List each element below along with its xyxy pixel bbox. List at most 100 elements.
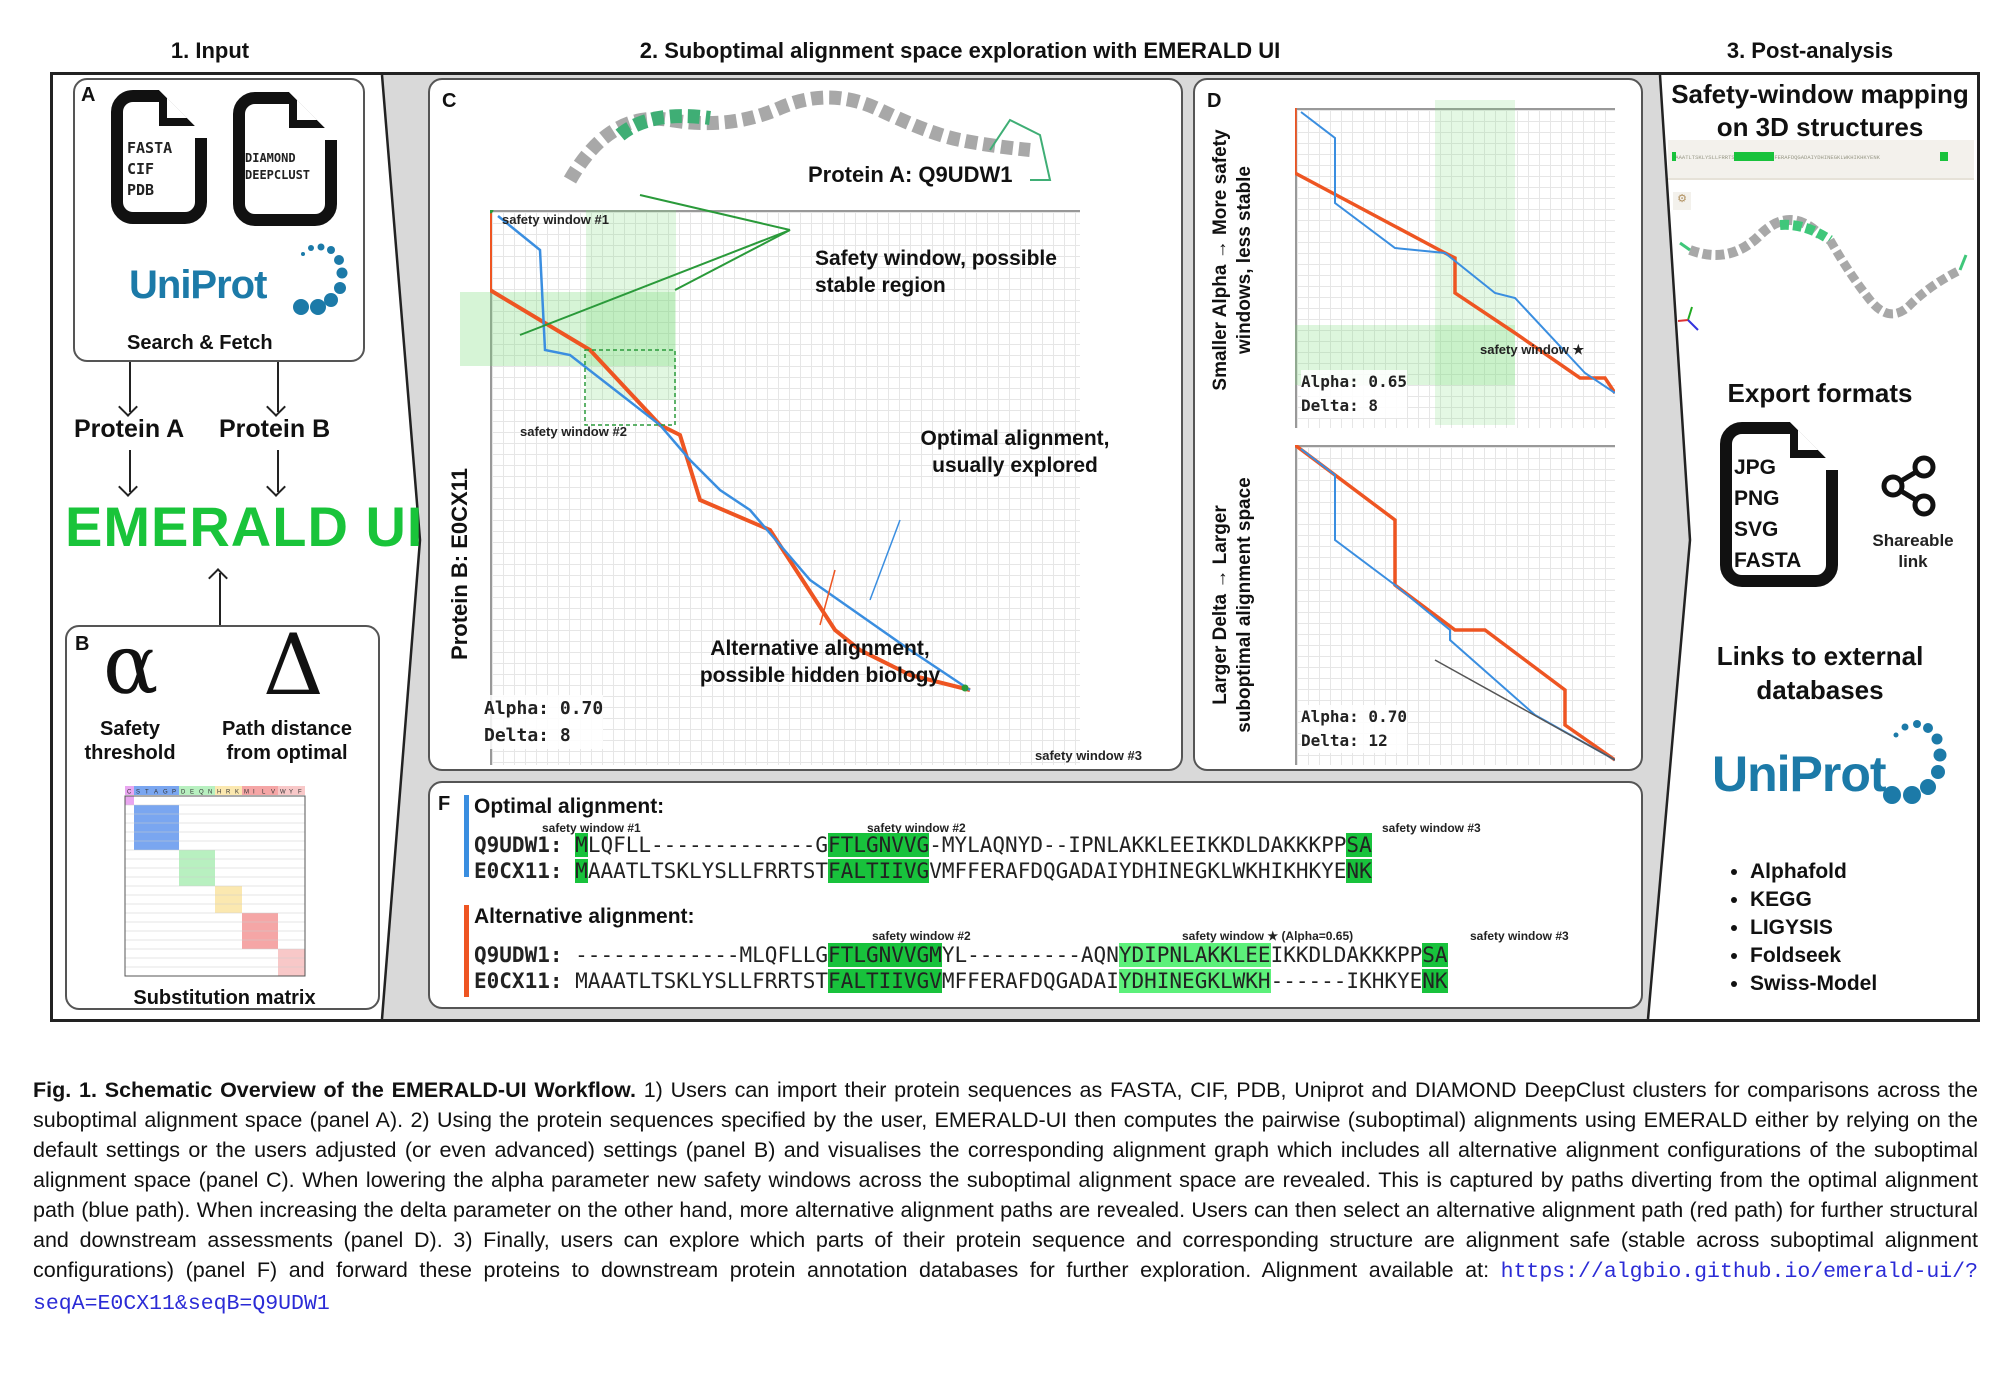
safety-window-segment: NK [1422,969,1448,993]
matrix-header-label: G [163,790,168,796]
export-formats-title: Export formats [1727,378,1913,408]
mapped-safety-window [1672,152,1676,161]
section-title-input: 1. Input [170,38,250,63]
alignment-graph-grid [490,210,1080,765]
sequence-id: Q9UDW1: [474,943,576,967]
panel-f-letter: F [438,793,451,815]
external-links-title: Links to external databases [1716,641,1924,705]
section-title-exploration: 2. Suboptimal alignment space exploratio… [639,38,1281,63]
figure-caption: Fig. 1. Schematic Overview of the EMERAL… [33,1075,1978,1319]
sequence-segment: -MYLAQNYD--IPNLAKKLEEIKKDLDAKKKPP [929,833,1347,857]
safety-window-segment: YDIPNLAKKLEE [1118,943,1271,967]
db-link-ligysis[interactable]: LIGYSIS [1750,914,1877,942]
protein-3d-structure [1677,215,1968,331]
matrix-header-label: Q [199,790,204,796]
bottom-params: Alpha: 0.70 Delta: 12 [1301,705,1407,753]
format-fasta: FASTA [1734,549,1802,572]
matrix-header-block [242,786,278,795]
matrix-header-label: L [262,790,266,796]
alignment-paths-bottom [1295,445,1615,762]
substitution-matrix-label: Substitution matrix [133,987,316,1009]
uniprot-dots-icon [1883,720,1947,804]
annotation-safety-window: Safety window, possible stable region [815,247,1057,298]
panel-f: F Optimal alignment: safety window #1 sa… [428,781,1643,1009]
export-formats-list: JPG PNG SVG FASTA [1734,452,1801,576]
format-pdb: PDB [127,181,155,199]
sequence-id: E0CX11: [474,859,576,883]
caption-figure-label: Fig. 1. Schematic Overview of the EMERAL… [33,1078,636,1102]
sequence-segment: -------------MLQFLLG [575,943,829,967]
shareable-link-label[interactable]: Shareable link [1872,531,1954,572]
db-link-alphafold[interactable]: Alphafold [1750,858,1877,886]
uniprot-logo[interactable]: UniProt [1712,746,1887,802]
matrix-block [125,796,134,805]
arrow-up-icon [219,573,221,625]
sequence-segment: MAAATLTSKLYSLLFRRTST [575,969,829,993]
label-line: windows, less stable [1233,166,1255,354]
matrix-header-label: V [271,790,275,796]
sequence-segment: VMFFERAFDQGADAIYDHINEGKLWKHIKHKYE [929,859,1347,883]
panel-b-letter: B [75,633,90,655]
safety-window-segment: SA [1422,943,1448,967]
safety-window-highlight [1435,100,1515,425]
format-svg: SVG [1734,518,1779,541]
alpha-value: Alpha: 0.65 [1301,372,1407,391]
alignment-paths [490,210,971,692]
matrix-header-label: N [208,790,212,796]
safety-window-label: safety window #2 [867,821,966,835]
protein-b-label: Protein B: E0CX11 [447,468,472,660]
search-fetch-label: Search & Fetch [127,332,273,354]
matrix-header-label: I [253,790,255,796]
annotation-arrows [519,194,901,626]
smaller-alpha-label: Smaller Alpha → More safety windows, les… [1209,110,1257,410]
safety-window-label: safety window #3 [1470,929,1569,943]
optimal-alignment-title: Optimal alignment: [474,795,665,818]
panel-c-letter: C [442,90,457,112]
sequence-id: E0CX11: [474,969,576,993]
export-file-icon[interactable]: JPG PNG SVG FASTA [1720,422,1838,587]
format-deepclust: DEEPCLUST [245,167,311,182]
matrix-header-label: W [280,790,286,796]
caption-alignment-link[interactable]: https://algbio.github.io/emerald-ui/?seq… [33,1260,1978,1316]
safety-window-segment: FTLGNVVGM [828,943,942,967]
alternative-row-e0cx11: E0CX11: MAAATLTSKLYSLLFRRTSTFALTIIVGVMFF… [474,969,1448,993]
share-icon[interactable] [1880,455,1940,517]
alpha-label: Safety threshold [84,718,176,764]
sequence-segment: ------IKHKYE [1270,969,1423,993]
arrow-down-icon [129,450,131,492]
matrix-header-block [134,786,179,795]
panel-d-letter: D [1207,90,1222,112]
file-icon: DIAMOND DEEPCLUST [233,92,337,226]
alignment-paths-top [1295,108,1615,394]
format-diamond: DIAMOND [245,151,296,165]
db-link-kegg[interactable]: KEGG [1750,886,1877,914]
larger-delta-label: Larger Delta → Larger suboptimal alignme… [1209,445,1257,765]
annotation-alternative-alignment: Alternative alignment, possible hidden b… [699,637,941,688]
arrow-down-icon [277,450,279,492]
matrix-header-label: D [181,790,186,796]
matrix-header-block [125,786,134,795]
alternative-row-q9udw1: Q9UDW1: -------------MLQFLLGFTLGNVVGMYL-… [474,943,1448,967]
db-link-foldseek[interactable]: Foldseek [1750,942,1877,970]
matrix-header-block [179,786,215,795]
panel-b: B α Δ Safety threshold Path distance fro… [65,623,380,1010]
sequence-segment: YL---------AQN [941,943,1119,967]
safety-window-star-label: safety window ★ [1480,342,1585,357]
matrix-header-label: R [226,790,231,796]
viewer-settings-button[interactable]: ⚙ [1673,192,1691,210]
alternative-bar [464,905,469,997]
mapped-safety-window [1940,152,1948,161]
format-png: PNG [1734,487,1780,510]
caption-body: 1) Users can import their protein sequen… [33,1078,1978,1282]
uniprot-logo[interactable]: UniProt [129,263,267,307]
db-link-swiss-model[interactable]: Swiss-Model [1750,970,1877,998]
safety-window-segment: YDHINEGKLWKH [1118,969,1271,993]
label-line: Smaller Alpha → More safety [1210,129,1231,391]
matrix-header-label: P [172,790,176,796]
protein-b-label: Protein B [219,415,331,443]
cluster-formats-text: DIAMOND DEEPCLUST [245,150,310,184]
alpha-readout: Alpha: 0.70 Delta: 8 [484,695,604,749]
mapped-safety-window [1734,152,1774,161]
protein-a-structure [563,90,1052,184]
